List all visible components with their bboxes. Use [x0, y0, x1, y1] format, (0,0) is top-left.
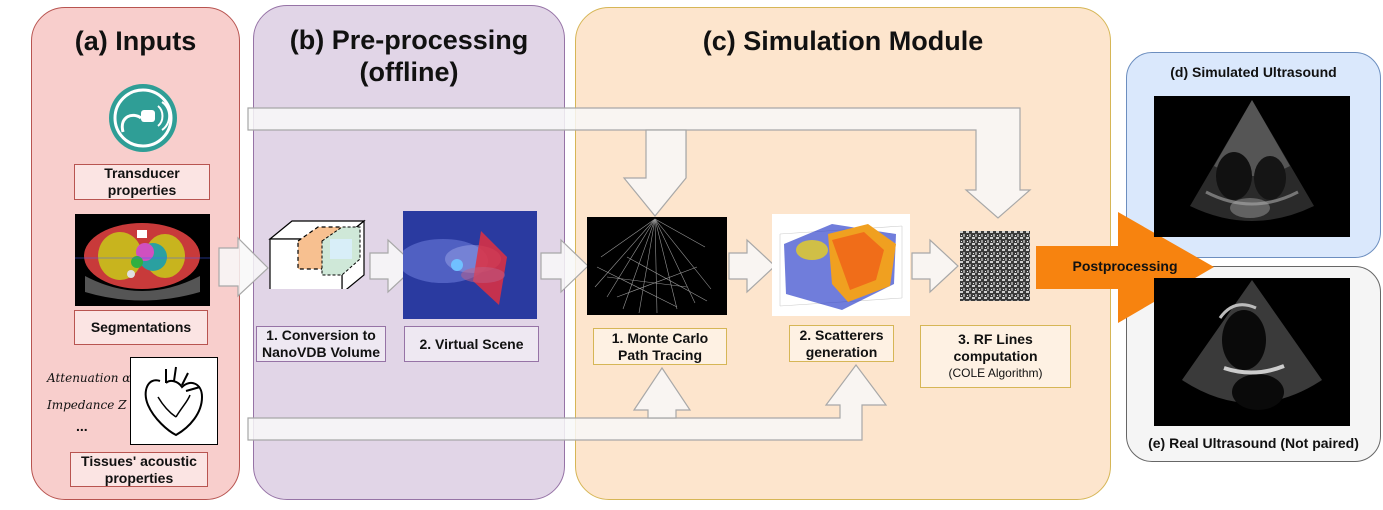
arrow-mc-to-scatterers: [728, 238, 776, 294]
transducer-properties-box: Transducer properties: [74, 164, 210, 200]
monte-carlo-box: 1. Monte Carlo Path Tracing: [593, 328, 727, 365]
scatterers-label-line1: 2. Scatterers: [799, 326, 884, 343]
simulated-panel-title: (d) Simulated Ultrasound: [1170, 64, 1337, 80]
top-feed-arrow: [247, 107, 1032, 219]
rf-lines-box: 3. RF Lines computation (COLE Algorithm): [920, 325, 1071, 388]
arrow-inputs-to-pre: [218, 236, 269, 298]
bottom-feed-arrow-mc: [632, 366, 692, 419]
segmentations-label: Segmentations: [90, 319, 192, 335]
arrow-scene-to-mc: [540, 238, 589, 294]
scatterers-image: [772, 214, 910, 316]
segmentation-image: [75, 214, 210, 306]
scatterers-label-line2: generation: [805, 343, 878, 360]
rf-lines-label-line1: 3. RF Lines: [958, 331, 1033, 347]
scatterers-box: 2. Scatterers generation: [789, 325, 894, 362]
rf-lines-image: [960, 231, 1030, 301]
rf-lines-label-line3: (COLE Algorithm): [948, 366, 1043, 380]
simulated-ultrasound-image: [1154, 96, 1350, 237]
arrow-scatterers-to-rf: [911, 238, 959, 294]
virtual-scene-image: [403, 211, 537, 319]
tissues-label-line1: Tissues' acoustic: [81, 452, 197, 469]
bottom-feed-arrow: [247, 364, 888, 441]
monte-carlo-label-line2: Path Tracing: [617, 346, 703, 363]
attenuation-label: Attenuation α: [47, 371, 131, 385]
arrow-conversion-to-scene: [369, 238, 417, 294]
preprocessing-title-line1: (b) Pre-processing: [289, 25, 529, 55]
top-feed-arrow-mc: [622, 129, 687, 217]
monte-carlo-label-line1: 1. Monte Carlo: [611, 329, 709, 346]
impedance-label: Impedance Z: [47, 398, 127, 412]
real-panel-title: (e) Real Ultrasound (Not paired): [1148, 435, 1359, 451]
transducer-label-line2: properties: [107, 182, 177, 198]
conversion-nanovdb-box: 1. Conversion to NanoVDB Volume: [256, 326, 386, 362]
conversion-label-line2: NanoVDB Volume: [262, 344, 380, 360]
virtual-scene-box: 2. Virtual Scene: [404, 326, 539, 362]
tissues-label-line2: properties: [104, 469, 174, 486]
inputs-panel-title: (a) Inputs: [74, 26, 197, 56]
nanovdb-cube-icon: [268, 219, 366, 289]
tissues-acoustic-box: Tissues' acoustic properties: [70, 452, 208, 487]
ellipsis-label: ...: [76, 418, 88, 434]
segmentations-box: Segmentations: [74, 310, 208, 345]
postprocessing-arrow: [1036, 212, 1214, 323]
monte-carlo-image: [587, 217, 727, 315]
real-ultrasound-image: [1154, 278, 1350, 426]
virtual-scene-label: 2. Virtual Scene: [419, 335, 524, 352]
transducer-label-line1: Transducer: [104, 165, 180, 181]
heart-icon: [130, 357, 218, 445]
conversion-label-line1: 1. Conversion to: [266, 327, 376, 343]
preprocessing-title-line2: (offline): [359, 57, 459, 87]
rf-lines-label-line2: computation: [953, 348, 1038, 364]
transducer-icon: [109, 84, 177, 152]
preprocessing-panel-title: (b) Pre-processing (offline): [254, 24, 564, 88]
postprocessing-label: Postprocessing: [1072, 258, 1178, 274]
simulation-panel-title: (c) Simulation Module: [702, 26, 984, 56]
